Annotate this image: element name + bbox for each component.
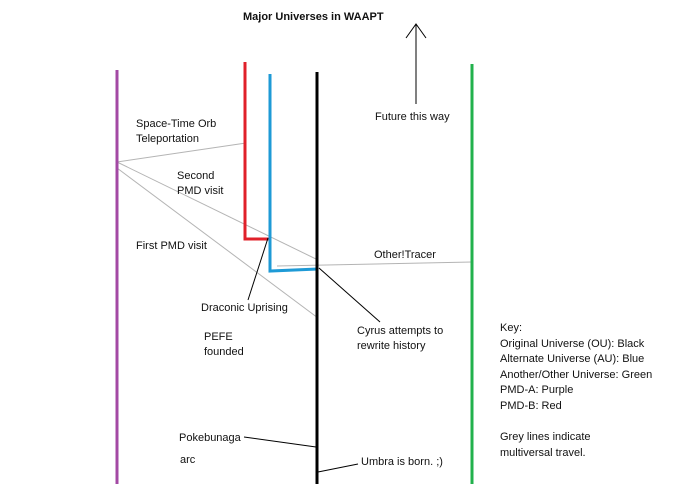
label-draconic-uprising: Draconic Uprising (201, 302, 288, 314)
travel-line-first-pmd-visit (116, 167, 319, 319)
label-cyrus: Cyrus attempts to rewrite history (357, 325, 444, 352)
legend-item-pmd-a: PMD-A: Purple (500, 384, 574, 396)
pmd-b-universe-line (243, 62, 269, 241)
legend-item-other: Another/Other Universe: Green (500, 368, 653, 381)
future-arrow-icon (405, 23, 427, 104)
label-first-pmd-visit: First PMD visit (136, 240, 207, 252)
label-pefe-founded: PEFE founded (204, 331, 244, 358)
travel-line-orb-teleportation (116, 142, 247, 163)
label-pokebunaga: Pokebunaga (179, 432, 241, 444)
legend-heading: Key: (500, 322, 523, 334)
label-umbra: Umbra is born. ;) (361, 456, 443, 468)
legend: Key: Original Universe (OU): Black Alter… (500, 321, 652, 414)
pointer-draconic-uprising (247, 237, 269, 301)
multiversal-travel-lines (116, 142, 473, 319)
label-arc: arc (180, 454, 196, 466)
legend-item-alternate: Alternate Universe (AU): Blue (500, 353, 645, 365)
legend-item-pmd-b: PMD-B: Red (500, 399, 562, 412)
annotation-pointers (243, 237, 381, 473)
travel-line-second-pmd-visit (116, 161, 319, 261)
pointer-cyrus (318, 267, 381, 323)
pointer-pokebunaga (243, 436, 317, 448)
label-space-time-orb: Space-Time Orb Teleportation (136, 118, 217, 145)
diagram-title: Major Universes in WAAPT (243, 11, 384, 23)
travel-line-other-tracer (276, 261, 473, 267)
alternate-universe-line (268, 74, 319, 273)
legend-item-original: Original Universe (OU): Black (500, 337, 645, 350)
label-second-pmd-visit: Second PMD visit (177, 170, 224, 197)
legend-note: Grey lines indicate multiversal travel. (500, 431, 591, 459)
pointer-umbra (317, 463, 359, 473)
label-other-tracer: Other!Tracer (374, 249, 436, 261)
future-label: Future this way (375, 111, 450, 123)
